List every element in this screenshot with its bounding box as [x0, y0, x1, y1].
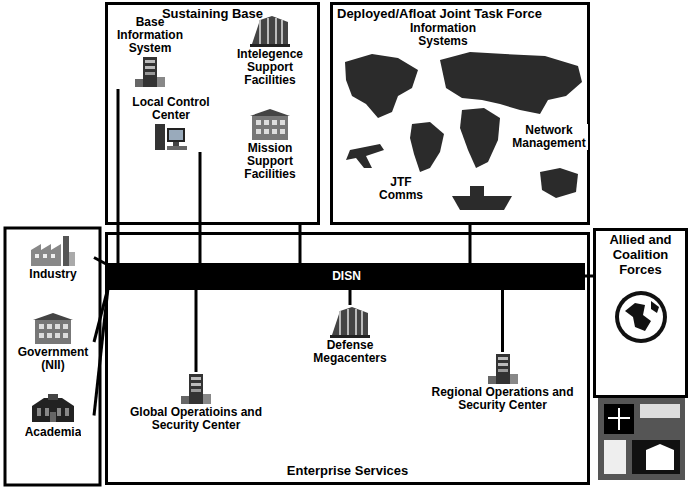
- node-label: Mission Support Facilities: [225, 142, 315, 181]
- network-link: [349, 290, 352, 305]
- rack-icon: [248, 14, 292, 48]
- network-link: [299, 225, 302, 263]
- task-force-region: Deployed/Afloat Joint Task ForceInformat…: [330, 2, 590, 225]
- network-link: [117, 89, 120, 263]
- network-bar: DISN: [108, 263, 585, 290]
- map-label: Information Systems: [398, 22, 488, 48]
- node-label: Global Operatioins and Security Center: [125, 406, 267, 432]
- network-link: [469, 225, 472, 263]
- map-label: JTF Comms: [366, 176, 436, 202]
- node-label: JTF Comms: [366, 176, 436, 202]
- server-icon: [486, 352, 520, 386]
- node-label: Regional Operations and Security Center: [420, 386, 585, 412]
- node-label: Information Systems: [398, 22, 488, 48]
- side-panel: [5, 228, 100, 485]
- node-label: Base Information System: [112, 16, 188, 55]
- factory-icon: [29, 234, 77, 268]
- node-label: Intelegence Support Facilities: [225, 48, 315, 87]
- server-icon: [179, 372, 213, 406]
- node-label: Defense Megacenters: [300, 339, 400, 365]
- server-icon: [133, 55, 167, 89]
- base-region: Sustaining BaseBase Information SystemIn…: [105, 2, 320, 225]
- allied-picture: [598, 398, 685, 480]
- system-node: Base Information System: [112, 16, 188, 89]
- node-label: Academia: [25, 426, 82, 439]
- region-title: Enterprise Services: [283, 461, 412, 482]
- node-label: Industry: [29, 268, 76, 281]
- building-icon: [31, 312, 75, 346]
- facility-node: Mission Support Facilities: [225, 108, 315, 181]
- enterprise-region: Enterprise Services DISN Global Operatioin…: [105, 232, 590, 485]
- network-link: [195, 290, 198, 372]
- region-title: Allied and Coalition Forces: [596, 231, 685, 279]
- region-title: Deployed/Afloat Joint Task Force: [333, 5, 546, 23]
- node-label: Government (NII): [12, 346, 94, 372]
- allied-region: Allied and Coalition Forces: [593, 228, 688, 398]
- node-label: DISN: [332, 270, 361, 283]
- megacenter-node: Defense Megacenters: [300, 305, 400, 365]
- partner-node: Academia: [12, 392, 94, 439]
- network-link: [199, 152, 202, 263]
- computer-icon: [151, 122, 191, 152]
- node-label: Network Management: [510, 124, 587, 150]
- partner-node: Industry: [12, 234, 94, 281]
- node-label: Local Control Center: [125, 96, 217, 122]
- school-icon: [28, 392, 78, 426]
- network-link: [501, 290, 504, 352]
- control-node: Local Control Center: [125, 96, 217, 152]
- globe-icon: [611, 287, 671, 347]
- operations-center: Global Operatioins and Security Center: [125, 372, 267, 432]
- partner-node: Government (NII): [12, 312, 94, 372]
- operations-center: Regional Operations and Security Center: [420, 352, 585, 412]
- region-title: Sustaining Base: [158, 5, 267, 23]
- facility-node: Intelegence Support Facilities: [225, 14, 315, 87]
- building-icon: [248, 108, 292, 142]
- map-label: Network Management: [512, 124, 586, 150]
- rack-icon: [328, 305, 372, 339]
